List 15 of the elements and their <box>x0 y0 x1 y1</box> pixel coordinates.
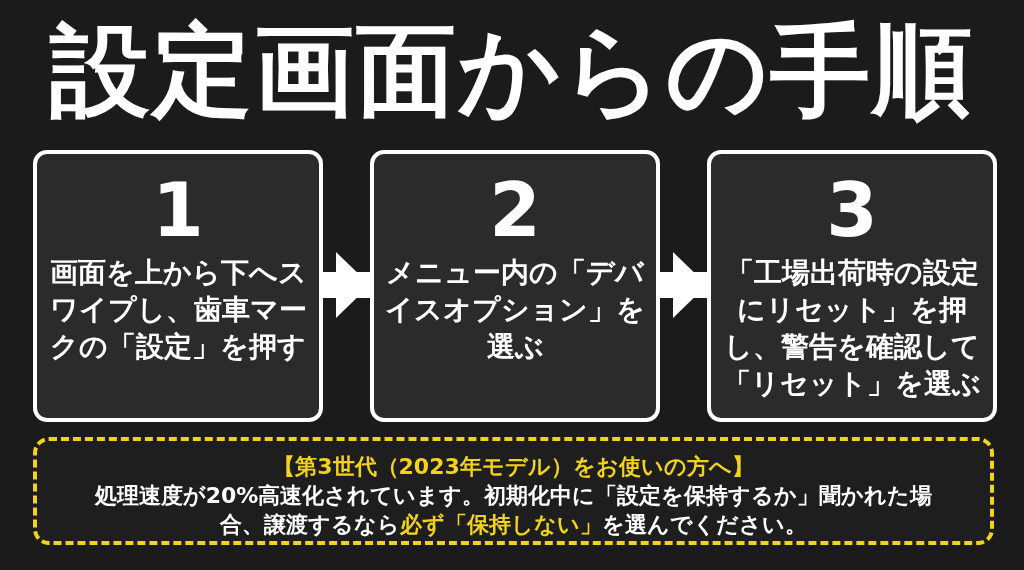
step-text: 画面を上から下へスワイプし、歯車マークの「設定」を押す <box>48 255 308 365</box>
note-text: 処理速度が20%高速化されています。初期化中に「設定を保持するか」聞かれた場合、譲渡するなら必ず「保持しない」を選んでください。 <box>93 482 934 539</box>
step-box <box>33 150 323 422</box>
step-text: 「工場出荷時の設定にリセット」を押し、警告を確認して「リセット」を選ぶ <box>722 255 982 402</box>
step-number: 1 <box>152 168 204 252</box>
arrow <box>660 252 707 318</box>
step-text: メニュー内の「デバイスオプション」を選ぶ <box>384 255 646 365</box>
note-heading: 【第3世代（2023年モデル）をお使いの方へ】 <box>273 453 754 481</box>
step-box <box>370 150 660 422</box>
step-box <box>707 150 997 422</box>
note-box <box>33 437 994 545</box>
title: 設定画面からの手順 <box>48 11 975 131</box>
arrow <box>323 252 370 318</box>
step-number: 2 <box>489 168 541 252</box>
step-number: 3 <box>826 168 878 252</box>
